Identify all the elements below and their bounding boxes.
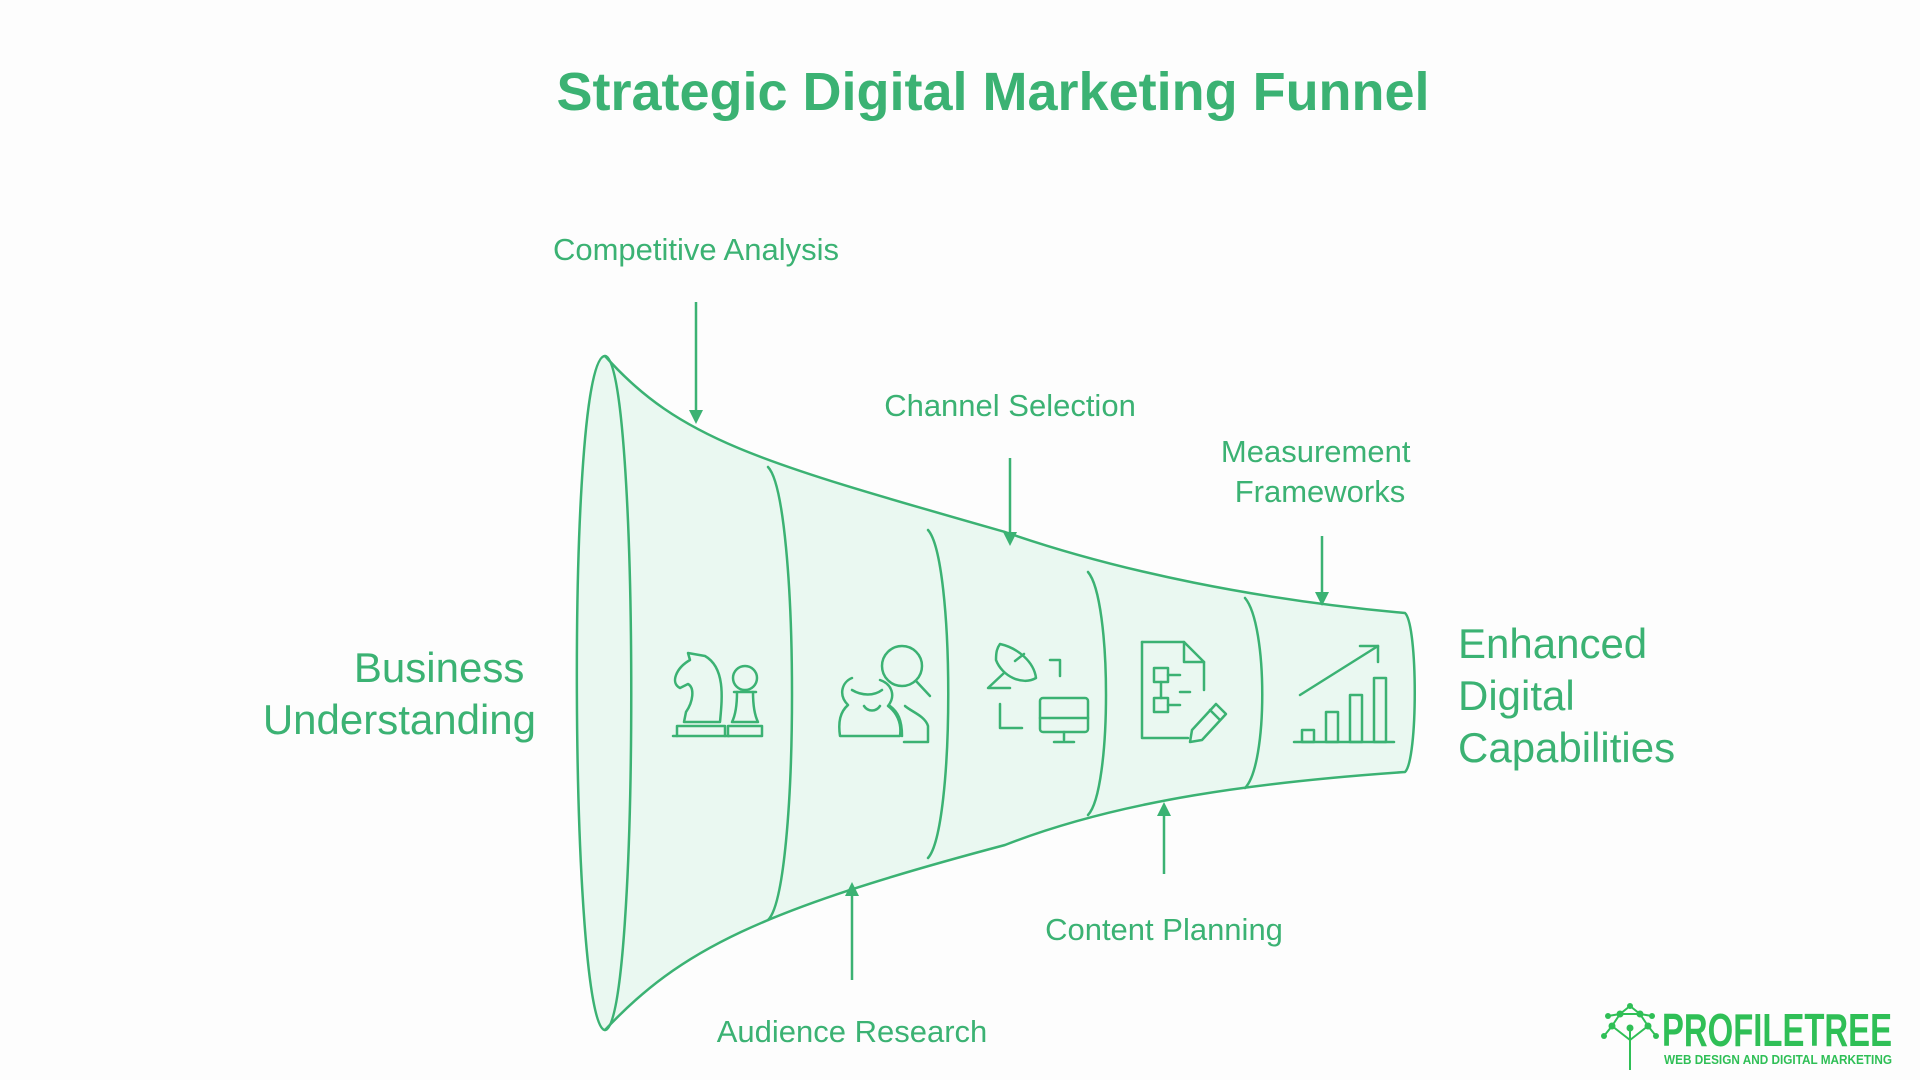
arrow-competitive-analysis: [689, 302, 703, 424]
stage-label-audience-research: Audience Research: [717, 1014, 988, 1049]
end-label: Enhanced Digital Capabilities: [1458, 620, 1675, 771]
start-label: Business Understanding: [263, 644, 536, 743]
stage-label-competitive-analysis: Competitive Analysis: [553, 232, 839, 267]
tree-network-icon: [1601, 1003, 1659, 1070]
funnel-mouth: [603, 354, 633, 1032]
arrow-measurement-frameworks: [1315, 536, 1329, 606]
funnel-divider-2: [926, 528, 950, 860]
audience-search-icon: [838, 644, 932, 744]
arrow-content-planning: [1157, 802, 1171, 874]
stage-icons: [671, 640, 1396, 744]
stage-arrows: [689, 302, 1329, 980]
page-title: Strategic Digital Marketing Funnel: [556, 62, 1429, 122]
arrow-audience-research: [845, 882, 859, 980]
logo-wordmark: PROFILETREE: [1662, 1004, 1892, 1056]
document-pencil-icon: [1140, 640, 1228, 744]
stage-label-content-planning: Content Planning: [1045, 912, 1283, 947]
funnel-body: [575, 354, 1416, 1032]
funnel: [575, 354, 1416, 1032]
chess-pieces-icon: [671, 651, 764, 738]
logo-tagline: WEB DESIGN AND DIGITAL MARKETING: [1664, 1053, 1892, 1067]
brand-logo: PROFILETREE WEB DESIGN AND DIGITAL MARKE…: [1601, 1003, 1892, 1070]
stage-label-channel-selection: Channel Selection: [884, 388, 1136, 423]
growth-chart-icon: [1292, 644, 1396, 744]
funnel-divider-3: [1086, 570, 1108, 817]
funnel-divider-4: [1243, 596, 1264, 790]
satellite-monitor-icon: [986, 642, 1090, 744]
arrow-channel-selection: [1003, 458, 1017, 546]
funnel-divider-1: [766, 465, 794, 922]
stage-label-measurement-frameworks: Measurement Frameworks: [1221, 434, 1419, 509]
